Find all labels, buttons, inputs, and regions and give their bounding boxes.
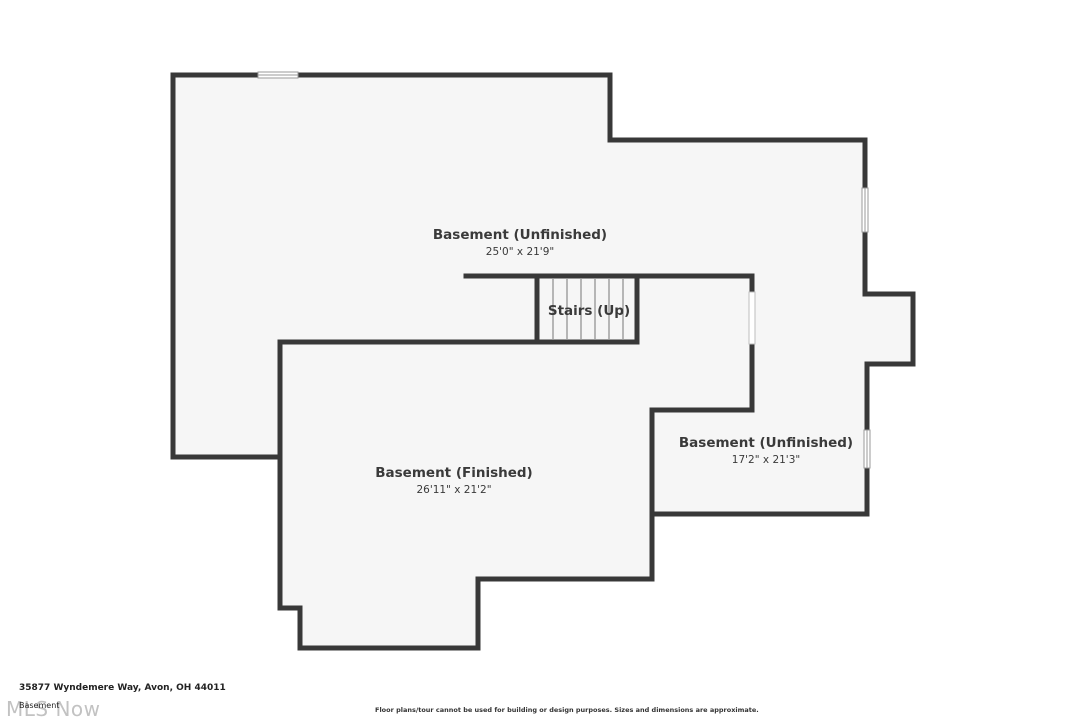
property-address: 35877 Wyndemere Way, Avon, OH 44011 [19,683,226,693]
room-name-unfinished-east: Basement (Unfinished) [679,435,853,451]
mls-now-logo: MLS Now [6,697,101,721]
window-right-upper [861,187,869,233]
room-name-finished: Basement (Finished) [375,465,532,481]
room-name-unfinished-main: Basement (Unfinished) [433,227,607,243]
room-dims-unfinished-east: 17'2" x 21'3" [732,454,800,466]
interior-wall-stairs [463,273,755,517]
doorway-interior [748,291,756,345]
window-top [257,71,299,79]
room-dims-unfinished-main: 25'0" x 21'9" [486,246,554,258]
floor-area-unfinished-main [173,75,913,648]
room-dims-finished: 26'11" x 21'2" [416,484,491,496]
room-name-stairs: Stairs (Up) [548,303,630,319]
interior-wall-finished-top [277,339,640,460]
window-right-lower [863,429,871,469]
disclaimer: Floor plans/tour cannot be used for buil… [375,706,759,714]
stair-treads [552,279,624,339]
floor-level-label: Basement [19,701,60,710]
